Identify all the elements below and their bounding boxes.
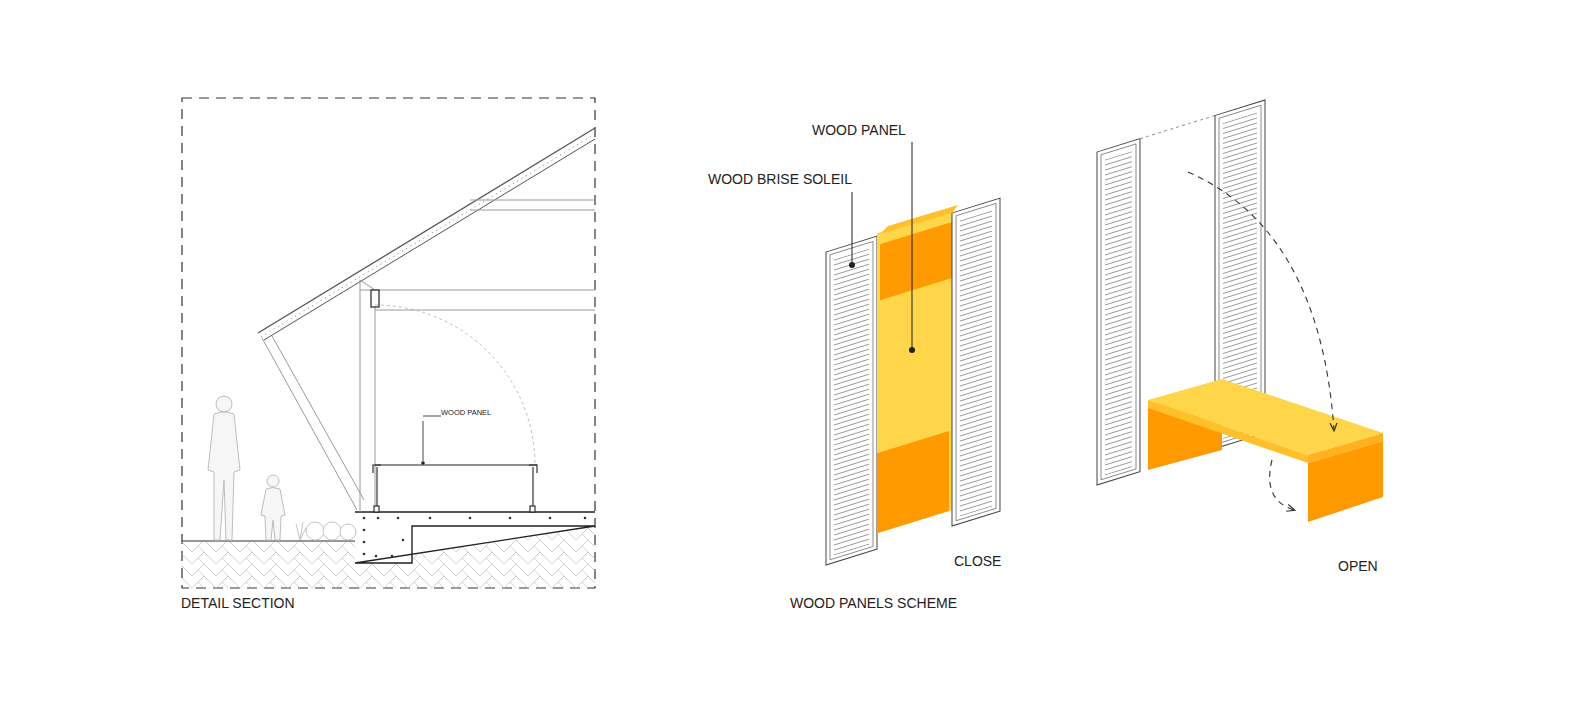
leader-dot	[421, 461, 425, 465]
rotation-arrow	[1270, 460, 1294, 510]
section-frame	[182, 98, 595, 588]
part-label: WOOD BRISE SOLEIL	[708, 171, 852, 187]
bench	[1148, 379, 1383, 522]
rebar-dots	[363, 517, 587, 558]
people-silhouettes	[208, 396, 285, 540]
part-label: WOOD PANEL	[812, 122, 906, 138]
view-caption: DETAIL SECTION	[181, 595, 295, 611]
leader-line	[423, 421, 424, 461]
panel-ledge	[880, 205, 958, 234]
label-holder: WOOD PANEL	[812, 122, 906, 138]
leader-line	[912, 142, 913, 348]
shrub	[296, 522, 356, 540]
leader-dot	[849, 262, 855, 268]
leader-line	[423, 416, 441, 417]
state-label: CLOSE	[954, 553, 1001, 569]
bench-section	[373, 465, 537, 512]
callout-label: WOOD PANEL	[441, 409, 491, 418]
label-holder: DETAIL SECTION	[181, 595, 295, 611]
state-label: OPEN	[1338, 558, 1378, 574]
label-holder: WOOD PANELS SCHEME	[790, 595, 957, 611]
rotation-arrow	[1188, 172, 1334, 430]
hinge-beam	[371, 290, 379, 307]
swing-arc	[375, 305, 535, 465]
view-caption: WOOD PANELS SCHEME	[790, 595, 957, 611]
concrete-slab	[355, 512, 595, 563]
leader-line	[852, 192, 853, 263]
label-holder: WOOD PANEL	[441, 409, 491, 418]
label-holder: CLOSE	[954, 553, 1001, 569]
roof-structure	[258, 128, 595, 512]
ground-line	[182, 540, 355, 541]
leader-dot	[909, 347, 915, 353]
label-holder: WOOD BRISE SOLEIL	[708, 171, 852, 187]
label-holder: OPEN	[1338, 558, 1378, 574]
